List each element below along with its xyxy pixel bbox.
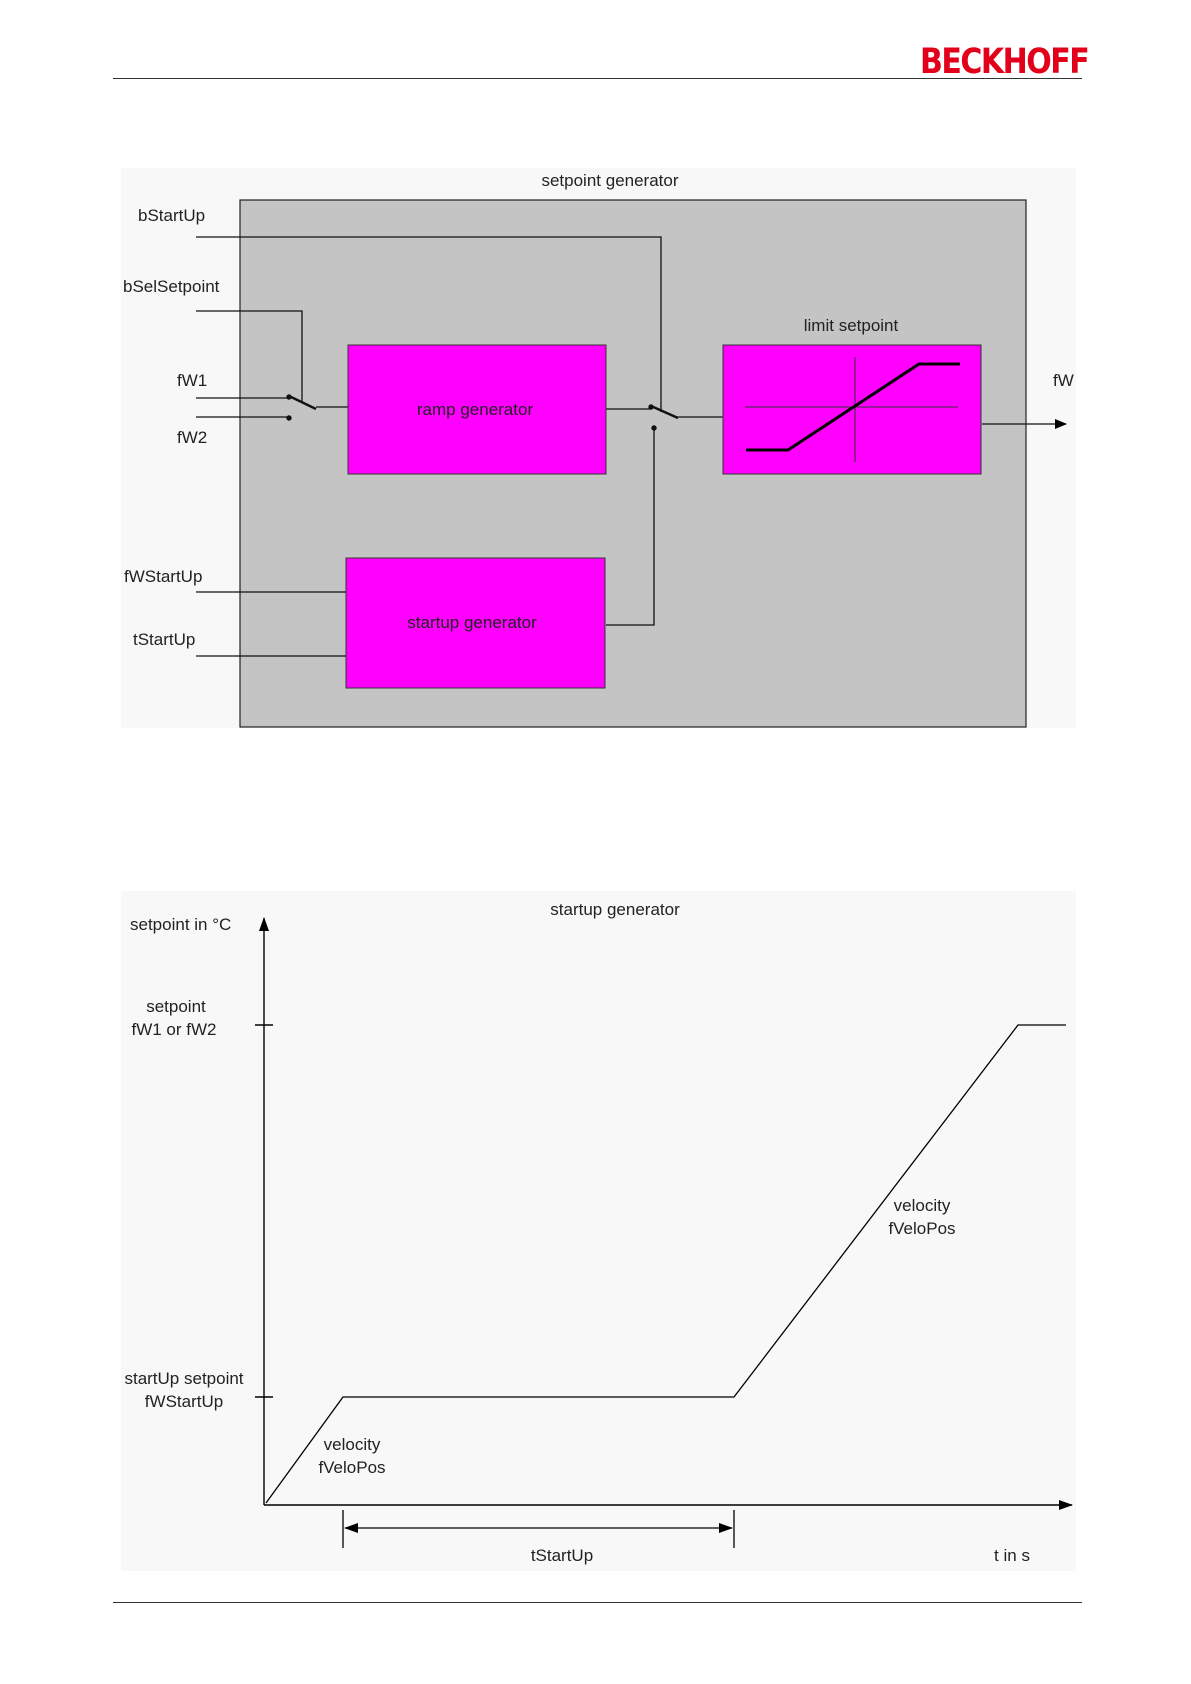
label-fw1: fW1 — [177, 371, 207, 390]
label-bselsetpoint: bSelSetpoint — [123, 277, 220, 296]
setpoint-generator-title: setpoint generator — [541, 171, 678, 190]
ramp-generator-label: ramp generator — [417, 400, 534, 419]
limit-setpoint-label: limit setpoint — [804, 316, 899, 335]
label-fw-output: fW — [1053, 371, 1074, 390]
label-fwstartup: fWStartUp — [124, 567, 202, 586]
startup-generator-label: startup generator — [407, 613, 537, 632]
label-fw2: fW2 — [177, 428, 207, 447]
label-bstartup: bStartUp — [138, 206, 205, 225]
label-tstartup: tStartUp — [133, 630, 195, 649]
footer-divider — [113, 1602, 1082, 1603]
